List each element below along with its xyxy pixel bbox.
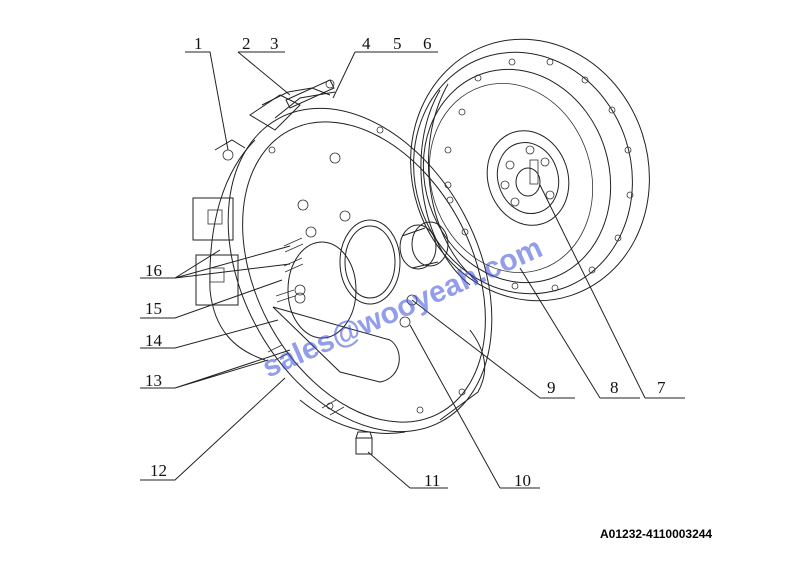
callout-3: 3 bbox=[270, 34, 279, 53]
callout-11: 11 bbox=[424, 471, 440, 490]
callout-13: 13 bbox=[145, 371, 162, 390]
callout-5: 5 bbox=[393, 34, 402, 53]
callout-1: 1 bbox=[194, 34, 203, 53]
callout-9: 9 bbox=[547, 378, 556, 397]
callout-16: 16 bbox=[145, 261, 162, 280]
callout-10: 10 bbox=[514, 471, 531, 490]
callout-8: 8 bbox=[610, 378, 619, 397]
callout-2: 2 bbox=[242, 34, 251, 53]
drawing-code: A01232-4110003244 bbox=[600, 527, 713, 541]
leader-lines bbox=[140, 51, 685, 489]
callout-6: 6 bbox=[423, 34, 432, 53]
flywheel bbox=[410, 38, 650, 302]
callout-12: 12 bbox=[150, 461, 167, 480]
callout-7: 7 bbox=[657, 378, 666, 397]
callout-15: 15 bbox=[145, 299, 162, 318]
watermark-text: sales@wooyeah.com bbox=[257, 231, 547, 384]
callout-4: 4 bbox=[362, 34, 371, 53]
callout-14: 14 bbox=[145, 331, 163, 350]
